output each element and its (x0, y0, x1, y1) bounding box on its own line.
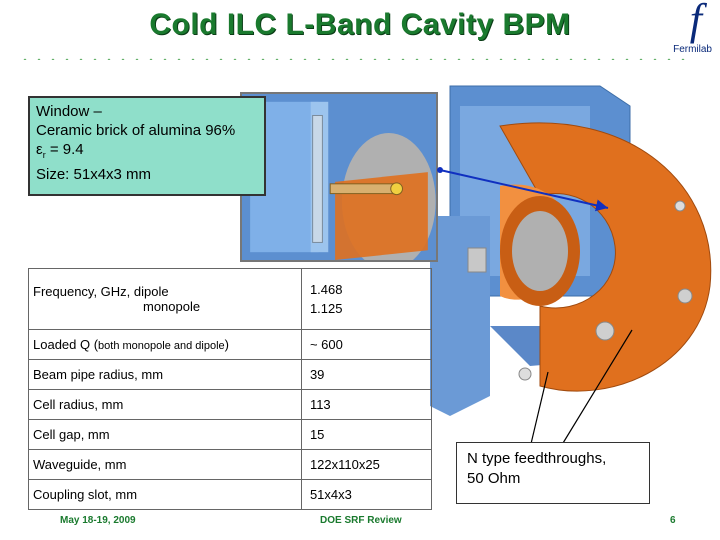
table-cell-label: Beam pipe radius, mm (28, 359, 302, 390)
monopole-label: monopole (143, 299, 201, 314)
table-cell-label: Coupling slot, mm (28, 479, 302, 510)
loaded-q-label: Loaded Q ( (33, 337, 99, 352)
feedthrough-label-line-2: 50 Ohm (467, 470, 521, 487)
table-cell-value: 51x4x3 (300, 479, 433, 510)
footer-event: DOE SRF Review (320, 515, 402, 526)
dipole-frequency-value: 1.468 (309, 282, 343, 297)
table-row: Frequency, GHz, dipole monopole 1.468 1.… (28, 268, 433, 330)
footer-date: May 18-19, 2009 (60, 515, 136, 526)
window-detail-inset (240, 92, 438, 262)
table-cell-label: Loaded Q (both monopole and dipole) (28, 329, 302, 360)
table-cell-value: 39 (300, 359, 433, 390)
page-number: 6 (670, 515, 676, 526)
callout-line-3: εr = 9.4 (36, 140, 258, 165)
table-cell-value: 122x110x25 (300, 449, 433, 480)
parameters-table: Frequency, GHz, dipole monopole 1.468 1.… (28, 268, 433, 510)
epsilon-symbol: ε (36, 141, 43, 158)
fermilab-logo-icon: f (689, 0, 702, 44)
fermilab-logo-text: Fermilab (673, 44, 712, 55)
table-cell-value: 15 (300, 419, 433, 450)
table-row: Waveguide, mm 122x110x25 (28, 449, 433, 480)
callout-line-4: Size: 51x4x3 mm (36, 166, 152, 183)
slide-title: Cold ILC L-Band Cavity BPM (149, 8, 571, 41)
table-cell-label: Cell gap, mm (28, 419, 302, 450)
feedthrough-label: N type feedthroughs, 50 Ohm (456, 442, 650, 504)
epsilon-value: = 9.4 (45, 141, 84, 158)
cavity-bpm-illustration (430, 85, 712, 416)
feedthrough-label-line-1: N type feedthroughs, (467, 450, 607, 467)
table-cell-value: ~ 600 (300, 329, 433, 360)
epsilon-subscript: r (42, 150, 46, 160)
window-callout: Window – Ceramic brick of alumina 96% εr… (28, 96, 266, 196)
table-row: Coupling slot, mm 51x4x3 (28, 479, 433, 510)
table-cell-label: Cell radius, mm (28, 389, 302, 420)
table-cell-value: 1.468 1.125 (300, 268, 433, 330)
table-row: Cell radius, mm 113 (28, 389, 433, 420)
table-cell-value: 113 (300, 389, 433, 420)
table-row: Beam pipe radius, mm 39 (28, 359, 433, 390)
title-divider (18, 58, 688, 60)
frequency-label: Frequency, GHz, dipole (33, 284, 169, 299)
table-cell-label: Waveguide, mm (28, 449, 302, 480)
callout-line-1: Window – (36, 103, 102, 120)
table-row: Loaded Q (both monopole and dipole) ~ 60… (28, 329, 433, 360)
table-row: Cell gap, mm 15 (28, 419, 433, 450)
table-cell-label: Frequency, GHz, dipole monopole (28, 268, 302, 330)
loaded-q-note: both monopole and dipole (98, 340, 225, 352)
callout-line-2: Ceramic brick of alumina 96% (36, 122, 236, 139)
monopole-frequency-value: 1.125 (309, 301, 343, 316)
loaded-q-label-end: ) (224, 337, 229, 352)
